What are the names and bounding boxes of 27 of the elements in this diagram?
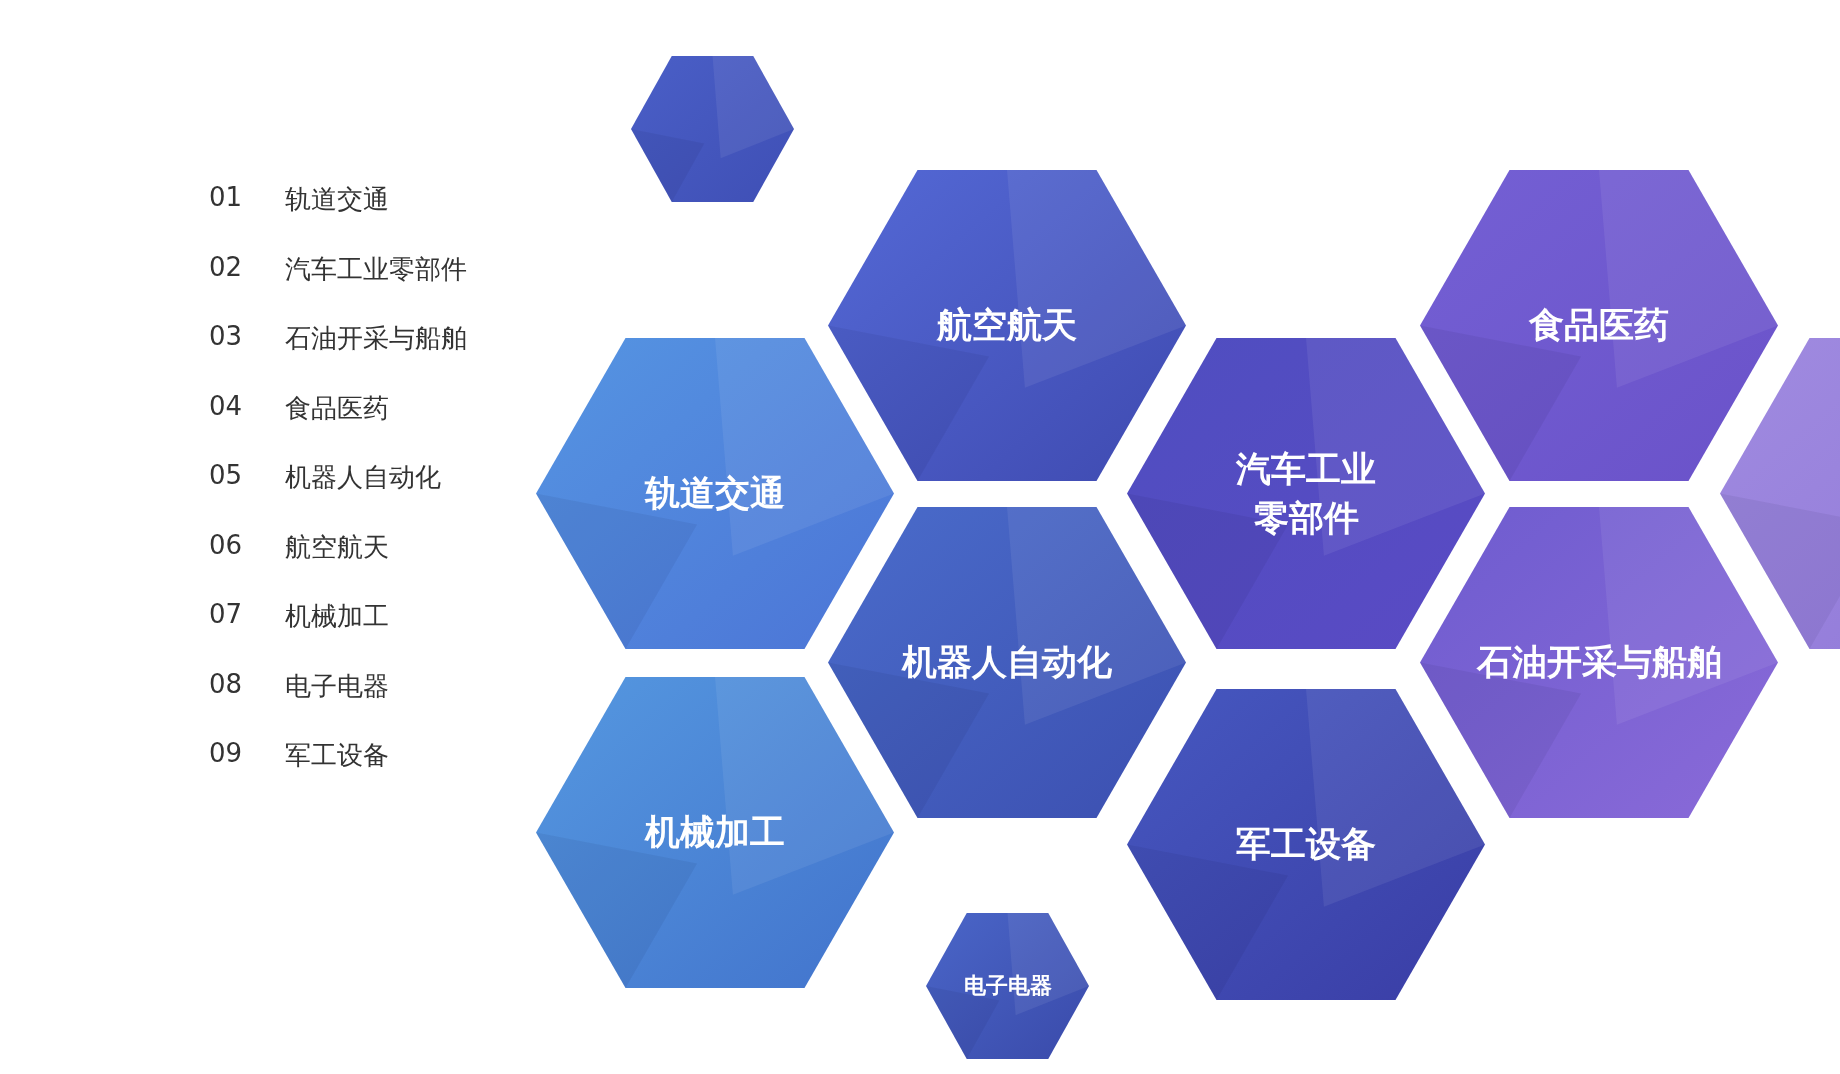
list-item-text: 汽车工业零部件 [285, 252, 467, 286]
list-item-text: 电子电器 [285, 669, 389, 703]
hexagon-label: 汽车工业零部件 [1235, 447, 1377, 540]
list-number: 02 [209, 251, 243, 282]
list-item-text: 食品医药 [285, 391, 389, 425]
hexagon-label: 电子电器 [963, 971, 1052, 1000]
list-item-text: 机器人自动化 [285, 461, 441, 494]
hexagon-label: 机器人自动化 [902, 641, 1112, 684]
hexagon-label: 航空航天 [937, 304, 1077, 347]
list-item-text: 轨道交通 [285, 183, 389, 216]
list-number: 04 [209, 390, 243, 421]
list-number: 05 [209, 460, 243, 490]
list-item-text: 石油开采与船舶 [285, 322, 467, 355]
list-number: 01 [209, 182, 243, 212]
list-item-text: 机械加工 [285, 600, 389, 633]
list-item-text: 航空航天 [285, 530, 389, 564]
hexagon-label: 食品医药 [1529, 304, 1669, 347]
hexagon-label: 石油开采与船舶 [1476, 641, 1722, 684]
hexagon-label: 机械加工 [645, 811, 785, 854]
list-number: 09 [209, 738, 243, 768]
hexagon-label: 军工设备 [1236, 823, 1376, 866]
list-number: 07 [209, 599, 243, 629]
list-number: 03 [209, 321, 243, 351]
list-number: 06 [209, 529, 243, 560]
list-number: 08 [209, 668, 243, 699]
list-item-text: 军工设备 [285, 739, 389, 772]
hexagon-label: 轨道交通 [645, 472, 785, 515]
